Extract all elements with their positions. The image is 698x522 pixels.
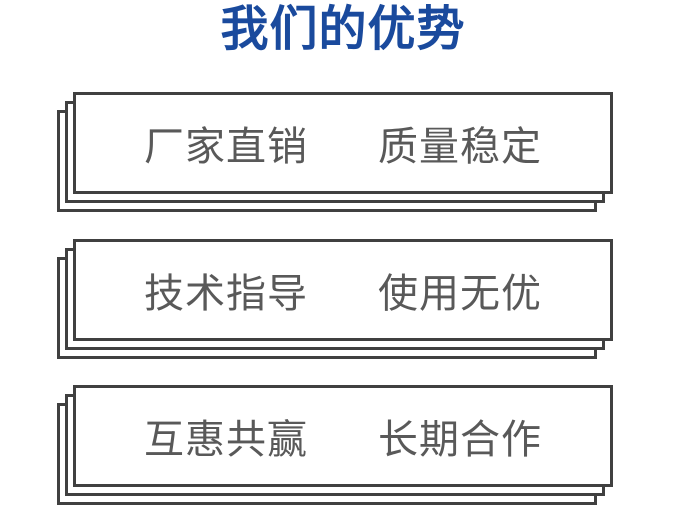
- page-title: 我们的优势: [220, 3, 466, 56]
- card-text-right: 长期合作: [378, 418, 542, 462]
- card-text-right: 使用无优: [378, 272, 542, 316]
- card-text-left: 厂家直销: [144, 125, 308, 169]
- card-face: 互惠共赢 长期合作: [73, 385, 613, 487]
- card-face: 厂家直销 质量稳定: [73, 92, 613, 194]
- advantage-card-3: 互惠共赢 长期合作: [57, 385, 613, 505]
- card-face: 技术指导 使用无优: [73, 239, 613, 341]
- advantage-card-2: 技术指导 使用无优: [57, 239, 613, 359]
- card-text-right: 质量稳定: [378, 125, 542, 169]
- card-text-left: 互惠共赢: [144, 418, 308, 462]
- card-text-left: 技术指导: [144, 272, 308, 316]
- advantage-card-1: 厂家直销 质量稳定: [57, 92, 613, 212]
